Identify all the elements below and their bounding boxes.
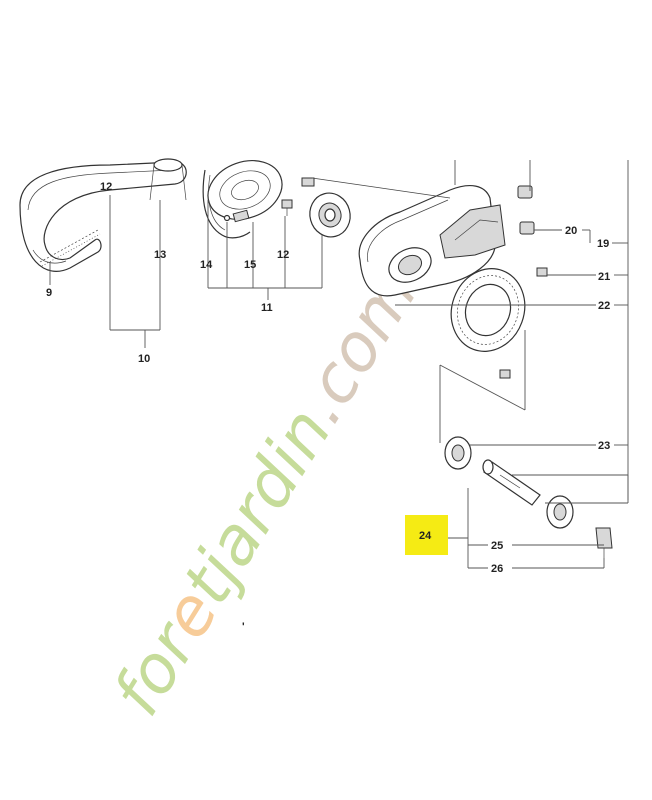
label-14: 14 [200,259,213,271]
nut-20 [519,221,535,235]
label-10: 10 [138,353,150,365]
svg-text:foretjardin.com: foretjardin.com [98,258,432,729]
label-13: 13 [154,249,166,261]
label-25: 25 [491,540,503,552]
label-12-left: 12 [100,181,112,193]
bolt-26 [595,527,613,558]
label-12-mid: 12 [277,249,289,261]
label-20: 20 [565,225,577,237]
clutch-assembly [202,160,283,239]
ring-22 [450,268,526,379]
bearing-25 [546,495,574,529]
label-26: 26 [491,563,503,575]
bolt-12 [281,199,293,216]
label-24: 24 [419,530,432,542]
bearing-23 [444,436,472,470]
label-24-highlight [405,515,448,555]
pulley-part [149,158,187,201]
watermark-text-green-2: tjardin [168,395,347,617]
screw-21 [536,267,548,277]
label-19: 19 [597,238,609,250]
housing-cover [311,177,506,297]
bearing-11 [301,177,351,238]
watermark: foretjardin.com [98,258,432,729]
callout-labels: 9 12 13 10 14 15 12 11 19 20 21 22 23 24… [46,181,610,575]
stray-mark: ' [242,621,245,633]
label-11: 11 [261,302,273,314]
belt-part [19,161,187,272]
label-21: 21 [598,271,610,283]
label-9: 9 [46,287,52,299]
label-23: 23 [598,440,610,452]
shaft-24 [482,459,541,506]
label-15: 15 [244,259,256,271]
leader-lines [49,160,629,569]
label-22: 22 [598,300,610,312]
nut-top [517,185,533,199]
